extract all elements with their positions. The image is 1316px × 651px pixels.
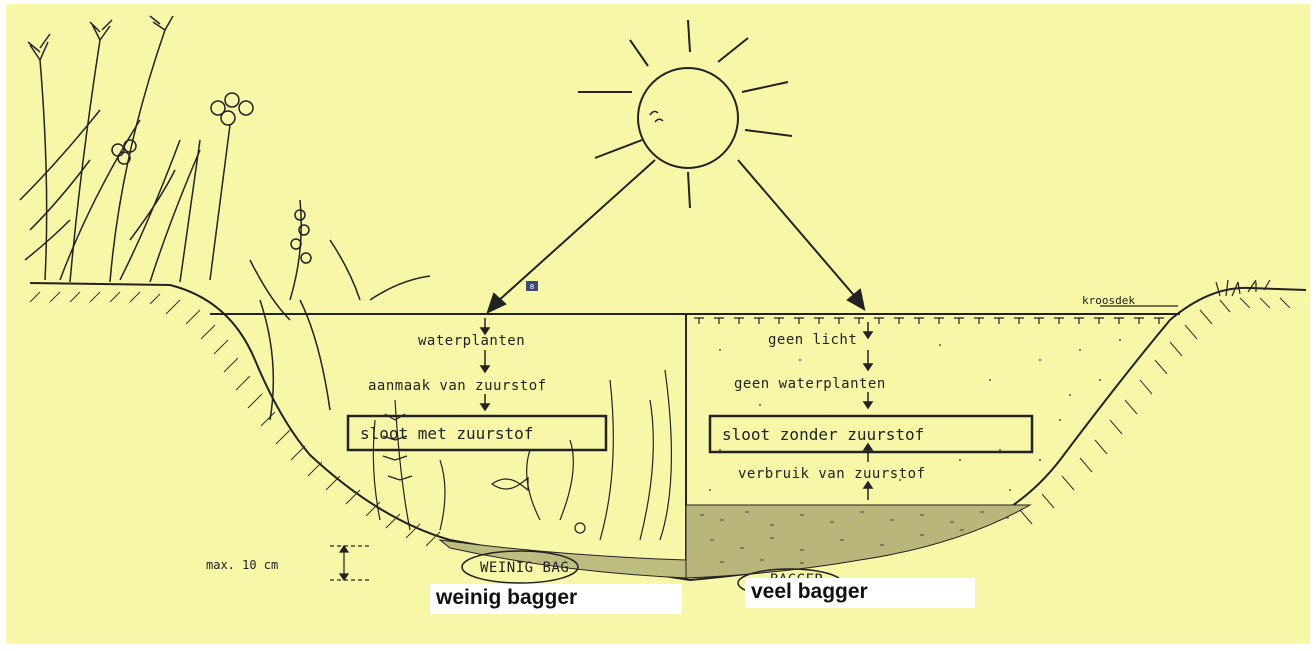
sediment-texture [700,511,1009,564]
duckweed-layer [694,305,1178,324]
mud-blob-left [461,550,579,584]
caption-weinig-bagger: weinig bagger [430,584,682,614]
box-label-left: sloot met zuurstof [360,424,533,443]
mud-label-left: WEINIG BAG [480,560,569,576]
marker-square [526,281,538,291]
caption-veel-bagger: veel bagger [745,578,975,608]
label-verbruik: verbruik van zuurstof [738,466,926,482]
snail-icon [574,522,586,534]
box-sloot-zonder-zuurstof [708,414,1034,454]
label-waterplanten: waterplanten [418,333,525,349]
marker-label: 8 [530,283,534,291]
label-geen-waterplanten: geen waterplanten [734,376,886,392]
label-aanmaak: aanmaak van zuurstof [368,378,547,394]
diagram-paper [6,4,1310,644]
depth-scale [330,544,372,582]
ditch-profile [29,282,1307,582]
sun-icon [578,19,793,209]
water-plants-icon [372,369,673,541]
fish-icon [490,476,529,492]
bank-hatching [29,291,1291,547]
reed-plants-icon [19,15,431,421]
box-sloot-met-zuurstof [346,414,608,452]
left-flow-arrows [479,318,491,412]
sediment-right [685,504,1032,579]
kroosdek-label: kroosdek [1082,294,1135,307]
scale-label: max. 10 cm [206,558,279,572]
right-flow-arrows [862,322,874,500]
grass-right-icon [1215,279,1271,297]
sunlight-arrows [486,159,866,314]
box-label-right: sloot zonder zuurstof [722,425,924,444]
label-geen-licht: geen licht [768,332,857,348]
murky-water-dots [709,339,1121,491]
